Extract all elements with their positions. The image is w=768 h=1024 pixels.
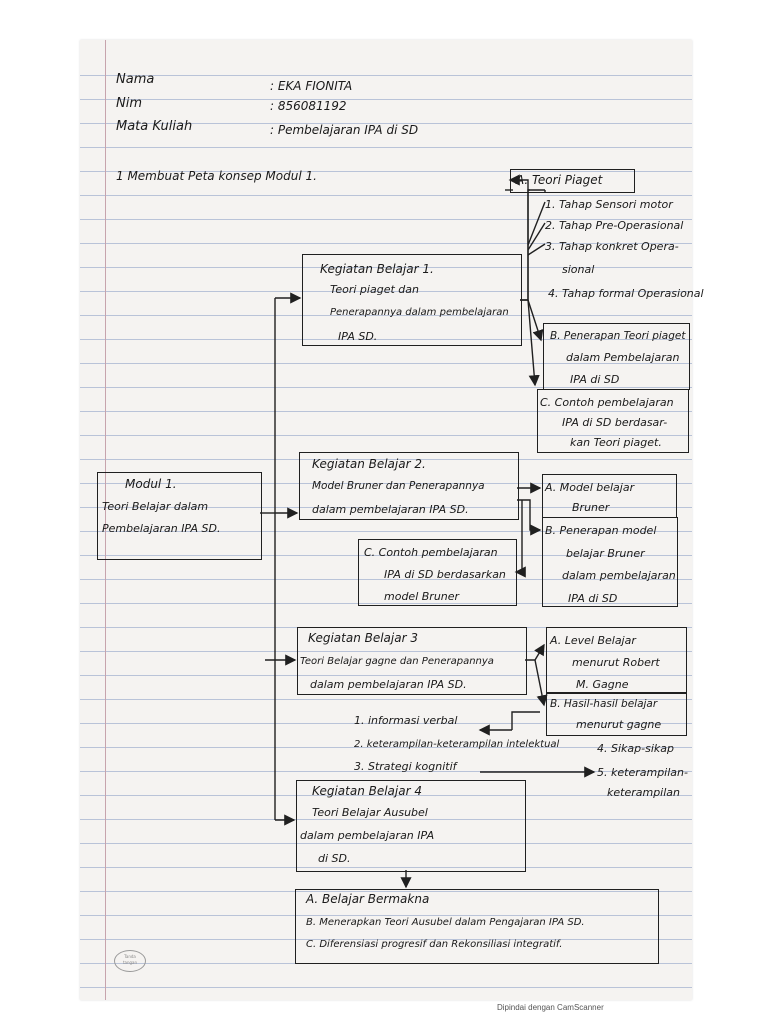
kb3-b-line-2: menurut gagne (576, 718, 662, 731)
tahap-item-3b: sional (562, 263, 595, 276)
kb1-b-line-1: B. Penerapan Teori piaget (550, 330, 686, 342)
kb2-b-line-4: IPA di SD (568, 592, 618, 605)
modul-box (97, 472, 262, 560)
kb4-line-4: di SD. (318, 852, 351, 865)
kb1-c-line-1: C. Contoh pembelajaran (540, 396, 674, 409)
kb2-c-line-1: C. Contoh pembelajaran (364, 546, 498, 559)
kb2-c-line-3: model Bruner (384, 590, 460, 603)
kb1-c-line-3: kan Teori piaget. (570, 436, 662, 449)
kb2-b-line-3: dalam pembelajaran (562, 569, 676, 582)
kb2-b-line-1: B. Penerapan model (545, 524, 657, 537)
notebook-paper (80, 40, 692, 1000)
kb3-a-line-1: A. Level Belajar (550, 634, 636, 647)
nim-label: Nim (116, 96, 142, 111)
kb3-box (297, 627, 527, 695)
kb4-result-c: C. Diferensiasi progresif dan Rekonsilia… (306, 939, 563, 950)
hasil-item-5: 5. keterampilan- (597, 766, 688, 779)
kb2-line-2: Model Bruner dan Penerapannya (312, 480, 485, 492)
matkul-value: : Pembelajaran IPA di SD (270, 123, 419, 137)
hasil-item-3: 3. Strategi kognitif (354, 760, 457, 773)
kb4-box (296, 780, 526, 872)
kb4-result-a: A. Belajar Bermakna (306, 892, 430, 906)
kb3-line-1: Kegiatan Belajar 3 (308, 631, 418, 645)
modul-line-3: Pembelajaran IPA SD. (102, 522, 221, 535)
kb3-b-line-1: B. Hasil-hasil belajar (550, 698, 658, 710)
kb1-b-line-2: dalam Pembelajaran (566, 351, 680, 364)
scanner-footer: Dipindai dengan CamScanner (497, 1003, 604, 1012)
margin-line (105, 40, 106, 1000)
hasil-item-1: 1. informasi verbal (354, 714, 458, 727)
kb2-box (299, 452, 519, 520)
kb4-line-2: Teori Belajar Ausubel (312, 806, 428, 819)
tahap-item-4: 4. Tahap formal Operasional (548, 287, 704, 300)
kb3-b-box (546, 692, 687, 736)
matkul-label: Mata Kuliah (116, 119, 193, 134)
kb3-a-line-2: menurut Robert (572, 656, 660, 669)
kb1-line-2: Teori piaget dan (330, 283, 419, 296)
kb4-line-1: Kegiatan Belajar 4 (312, 784, 422, 798)
kb2-a-line-1: A. Model belajar (545, 481, 635, 494)
hasil-item-5b: keterampilan (607, 786, 681, 799)
kb3-line-3: dalam pembelajaran IPA SD. (310, 678, 467, 691)
teori-piaget-label: A. Teori Piaget (516, 173, 603, 187)
kb1-line-1: Kegiatan Belajar 1. (320, 262, 434, 276)
kb1-line-4: IPA SD. (338, 330, 378, 343)
kb4-result-box (295, 889, 659, 964)
kb2-b-box (542, 517, 678, 607)
kb3-line-2: Teori Belajar gagne dan Penerapannya (300, 656, 494, 667)
nim-value: : 856081192 (270, 99, 347, 113)
tahap-item-1: 1. Tahap Sensori motor (545, 198, 673, 211)
kb2-line-1: Kegiatan Belajar 2. (312, 457, 426, 471)
nama-value: : EKA FIONITA (270, 79, 353, 93)
hasil-item-4: 4. Sikap-sikap (597, 742, 674, 755)
kb3-a-line-3: M. Gagne (576, 678, 629, 691)
kb2-a-line-2: Bruner (572, 501, 610, 514)
task-title: 1 Membuat Peta konsep Modul 1. (116, 169, 317, 183)
kb1-b-line-3: IPA di SD (570, 373, 620, 386)
tahap-item-3: 3. Tahap konkret Opera- (545, 240, 679, 253)
kb2-c-line-2: IPA di SD berdasarkan (384, 568, 506, 581)
nama-label: Nama (116, 72, 155, 87)
tahap-item-2: 2. Tahap Pre-Operasional (545, 219, 684, 232)
kb4-line-3: dalam pembelajaran IPA (300, 829, 435, 842)
kb3-a-box (546, 627, 687, 694)
kb1-line-3: Penerapannya dalam pembelajaran (330, 307, 509, 318)
modul-line-2: Teori Belajar dalam (102, 500, 209, 513)
kb2-line-3: dalam pembelajaran IPA SD. (312, 503, 469, 516)
kb2-b-line-2: belajar Bruner (566, 547, 645, 560)
hasil-item-2: 2. keterampilan-keterampilan intelektual (354, 739, 560, 750)
kb1-c-box (537, 389, 689, 453)
kb1-c-line-2: IPA di SD berdasar- (562, 416, 668, 429)
kb4-result-b: B. Menerapkan Teori Ausubel dalam Pengaj… (306, 917, 585, 928)
modul-line-1: Modul 1. (125, 477, 177, 491)
